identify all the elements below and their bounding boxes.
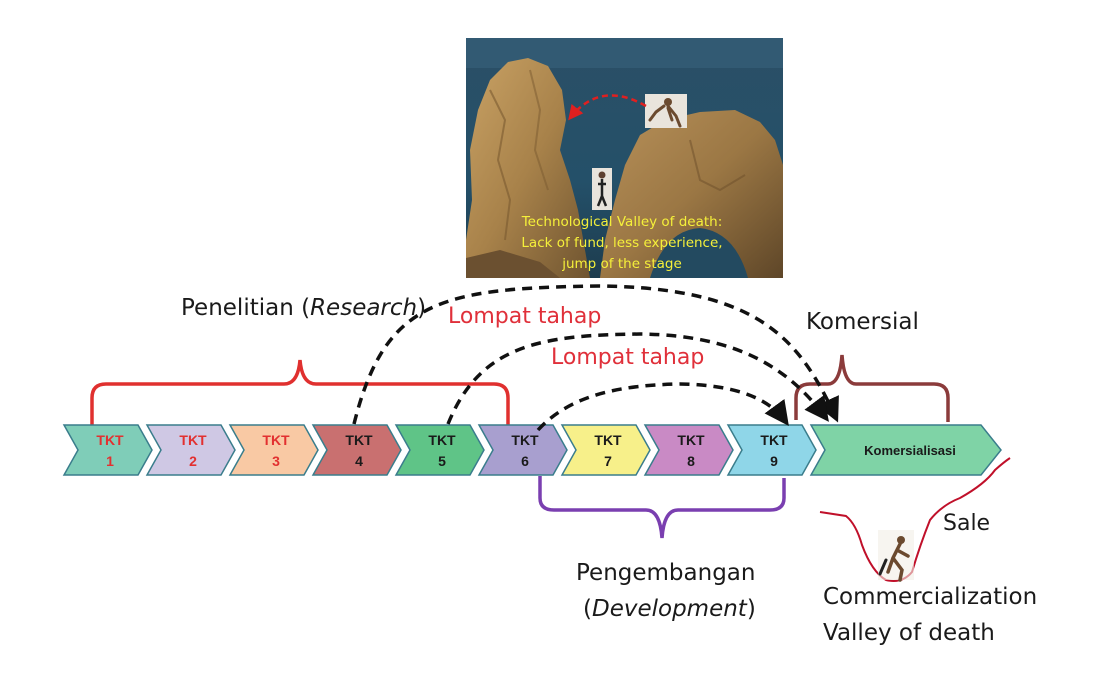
tkt-stage-9-label: TKT [760,432,788,448]
climber-figure [878,530,914,580]
jump-arrow-from-tkt6 [538,384,786,430]
development-label-line-1: Pengembangan [576,560,755,586]
tkt-stage-9: TKT 9 [728,425,816,475]
development-brace [540,476,784,538]
falling-figure [592,168,612,210]
tkt-stage-chevrons: TKT 1 TKT 2 TKT 3 TKT 4 TKT 5 TKT 6 TKT 7 TKT 8 TKT 9 Kome… [64,425,1001,475]
tkt-stage-8-label: TKT [677,432,705,448]
valley-label-line-1: Commercialization [823,584,1037,610]
sale-label: Sale [943,511,990,536]
komersialisasi-label: Komersialisasi [864,443,956,458]
tkt-stage-7-number: 7 [604,453,612,469]
tkt-stage-1: TKT 1 [64,425,152,475]
research-brace [92,360,508,425]
tkt-stage-1-number: 1 [106,453,114,469]
valley-label-line-2: Valley of death [823,620,995,646]
tkt-stage-6-label: TKT [511,432,539,448]
tkt-stage-7-label: TKT [594,432,622,448]
tkt-stage-2: TKT 2 [147,425,235,475]
tkt-stage-8-number: 8 [687,453,695,469]
skip-stage-label-2: Lompat tahap [551,345,704,370]
development-label-line-2: (Development) [583,596,756,622]
tkt-stage-5-number: 5 [438,453,446,469]
tkt-stage-1-label: TKT [96,432,124,448]
tkt-stage-8: TKT 8 [645,425,733,475]
komersialisasi-stage: Komersialisasi [811,425,1001,475]
skip-stage-label-1: Lompat tahap [448,304,601,329]
tkt-stage-4: TKT 4 [313,425,401,475]
jumper-figure [645,94,687,128]
photo-caption-line-1: Technological Valley of death: [521,214,723,230]
tkt-stage-5-label: TKT [428,432,456,448]
photo-caption-line-3: jump of the stage [561,256,682,272]
tkt-stage-3: TKT 3 [230,425,318,475]
photo-caption-line-2: Lack of fund, less experience, [521,235,722,251]
tkt-stage-2-number: 2 [189,453,197,469]
tkt-stage-3-number: 3 [272,453,280,469]
tkt-stage-2-label: TKT [179,432,207,448]
valley-of-death-photo: Technological Valley of death: Lack of f… [466,38,783,278]
commercial-brace [796,355,948,422]
research-label: Penelitian (Research) [181,295,426,321]
tkt-stage-5: TKT 5 [396,425,484,475]
tkt-stage-4-label: TKT [345,432,373,448]
tkt-stage-9-number: 9 [770,453,778,469]
tkt-stage-6-number: 6 [521,453,529,469]
commercial-label: Komersial [806,309,919,335]
tkt-stage-3-label: TKT [262,432,290,448]
tkt-stage-6: TKT 6 [479,425,567,475]
tkt-stage-7: TKT 7 [562,425,650,475]
tkt-stage-4-number: 4 [355,453,363,469]
